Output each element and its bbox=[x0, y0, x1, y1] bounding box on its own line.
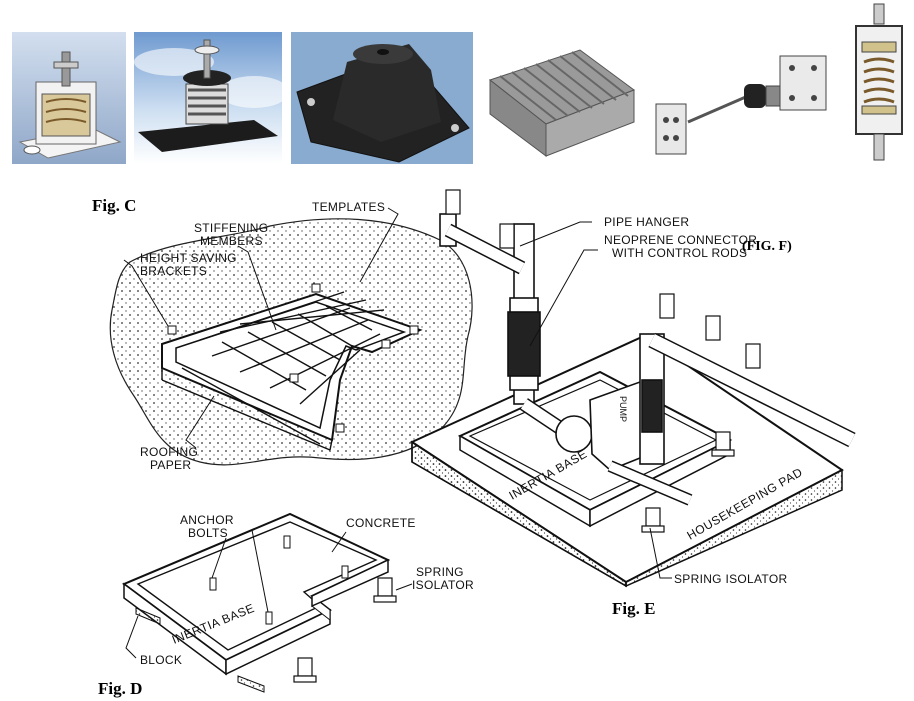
label-stiffening-1: STIFFENING bbox=[194, 221, 268, 235]
fig-c-drawing bbox=[109, 207, 473, 466]
photo-hanger-assembly bbox=[648, 36, 842, 162]
label-isolator: ISOLATOR bbox=[412, 578, 474, 592]
label-pipe-hanger: PIPE HANGER bbox=[604, 215, 689, 229]
label-fig-f: (FIG. F) bbox=[742, 239, 792, 254]
label-roofing: ROOFING bbox=[140, 445, 198, 459]
label-spring: SPRING bbox=[416, 565, 464, 579]
fig-e-drawing: PUMP bbox=[409, 189, 856, 588]
fig-c-caption: Fig. C bbox=[92, 196, 136, 215]
photo-housed-spring-isolator bbox=[12, 32, 126, 164]
photo-open-spring-mount bbox=[134, 32, 282, 164]
label-block: BLOCK bbox=[140, 653, 182, 667]
label-control-rods: WITH CONTROL RODS bbox=[612, 246, 747, 260]
label-bolts: BOLTS bbox=[188, 526, 228, 540]
photo-spring-hanger bbox=[848, 2, 910, 164]
fig-d-caption: Fig. D bbox=[98, 679, 142, 698]
label-paper: PAPER bbox=[150, 458, 191, 472]
label-concrete: CONCRETE bbox=[346, 516, 416, 530]
label-anchor: ANCHOR bbox=[180, 513, 234, 527]
pump-label: PUMP bbox=[618, 396, 628, 422]
label-neoprene-connector: NEOPRENE CONNECTOR bbox=[604, 233, 757, 247]
photo-rubber-mount bbox=[291, 32, 473, 164]
label-templates: TEMPLATES bbox=[312, 200, 385, 214]
label-stiffening-2: MEMBERS bbox=[200, 234, 263, 248]
label-spring-isolator-e: SPRING ISOLATOR bbox=[674, 572, 787, 586]
label-height-saving: HEIGHT SAVING bbox=[140, 251, 237, 265]
fig-d-drawing bbox=[122, 512, 413, 693]
label-brackets: BRACKETS bbox=[140, 264, 207, 278]
photo-neoprene-pad bbox=[488, 40, 636, 160]
fig-e-caption: Fig. E bbox=[612, 599, 655, 618]
